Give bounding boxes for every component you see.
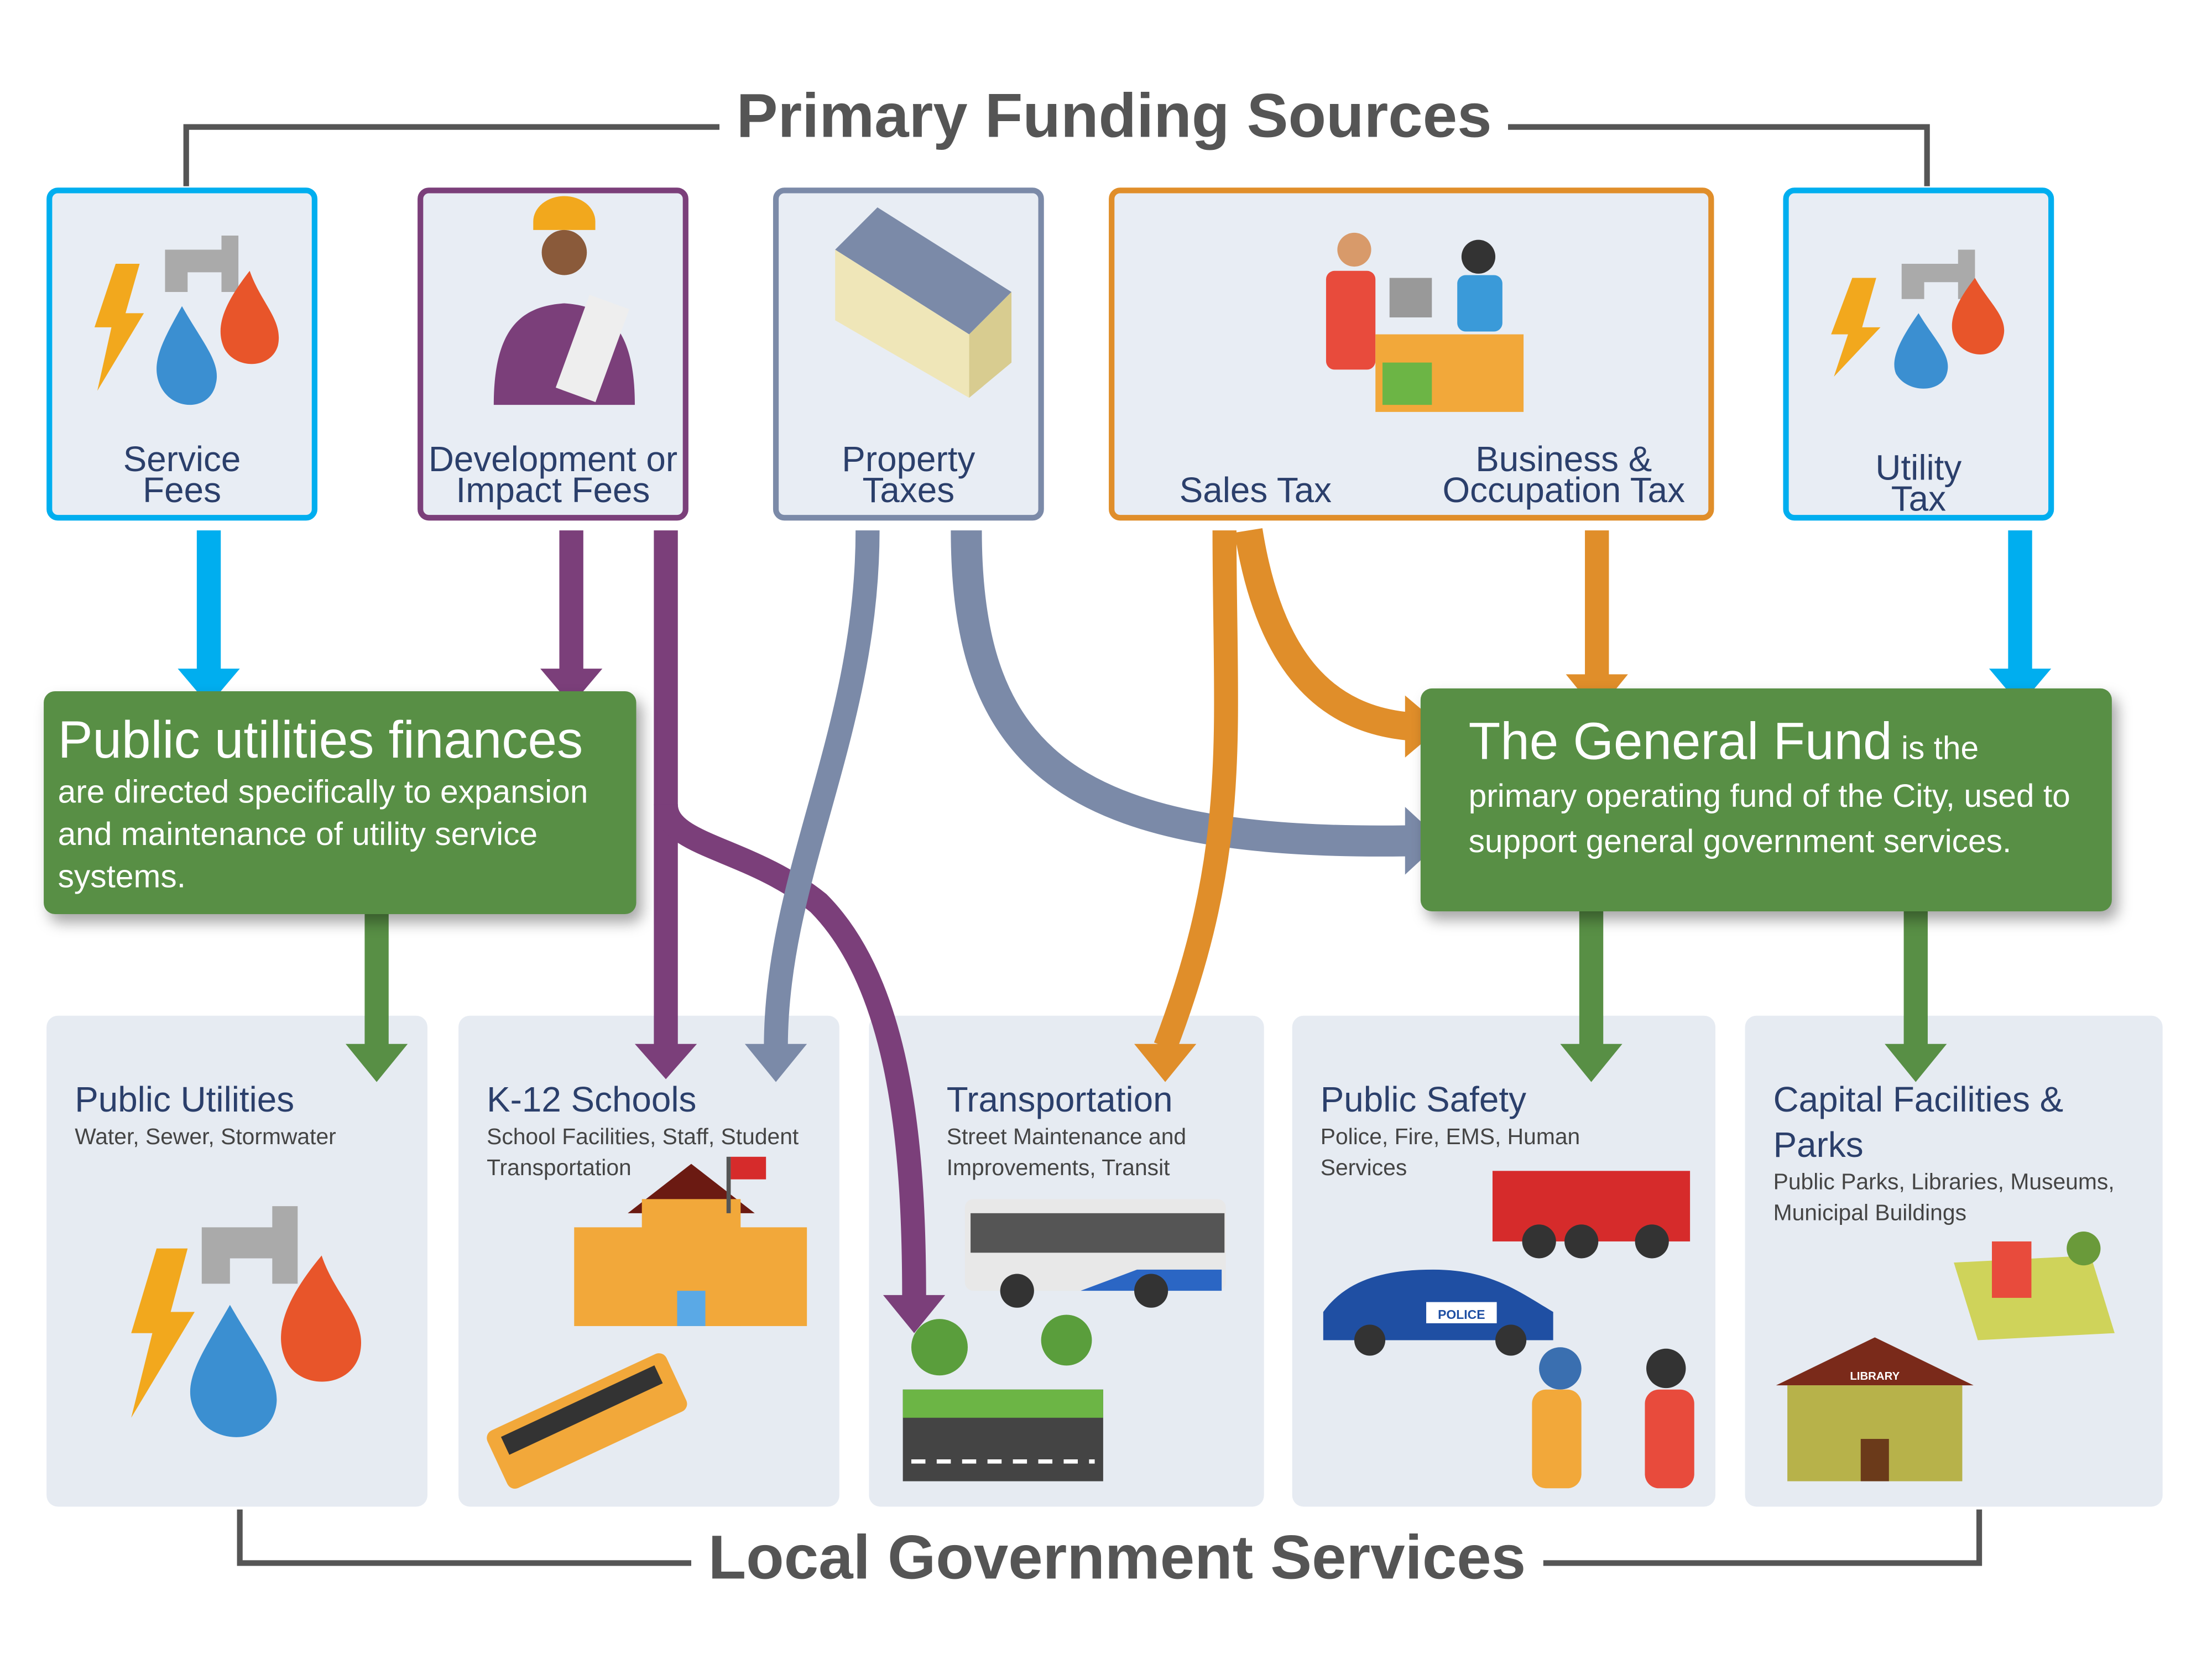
service-transportation: Transportation Street Maintenance and Im…: [869, 1015, 1264, 1507]
source-label: Service Fees: [123, 440, 241, 511]
police-label: POLICE: [1438, 1307, 1485, 1322]
police-car-icon: POLICE: [1323, 1269, 1553, 1356]
public-utilities-fund-heading: Public utilities finances: [58, 711, 583, 769]
service-public-utilities: Public Utilities Water, Sewer, Stormwate…: [46, 1015, 427, 1507]
service-k12-schools: K-12 Schools School Facilities, Staff, S…: [458, 1015, 839, 1507]
public-utilities-fund-box: Public utilities finances are directed s…: [44, 691, 637, 915]
source-utility-tax: Utility Tax: [1783, 187, 2054, 521]
transit-icon: [902, 1199, 1226, 1481]
source-development-fees: Development or Impact Fees: [418, 187, 688, 521]
library-icon: LIBRARY: [1776, 1337, 1974, 1481]
service-title: Capital Facilities & Parks: [1773, 1081, 2064, 1166]
general-fund-heading-suffix: is the: [1892, 729, 1979, 766]
top-title: Primary Funding Sources: [719, 81, 1509, 153]
service-desc: Public Parks, Libraries, Museums, Munici…: [1773, 1171, 2115, 1226]
service-desc: Water, Sewer, Stormwater: [75, 1125, 336, 1150]
safety-icon: POLICE: [1323, 1171, 1694, 1489]
general-fund-box: The General Fund is the primary operatin…: [1420, 688, 2112, 911]
utilities-icon: [94, 236, 279, 405]
school-icon: [487, 1156, 807, 1489]
building-icon: [835, 207, 1012, 398]
people-icon: [1532, 1347, 1694, 1489]
shop-icon: [1326, 232, 1524, 412]
general-fund-heading: The General Fund: [1468, 712, 1892, 770]
source-service-fees: Service Fees: [46, 187, 317, 521]
source-property-taxes: Property Taxes: [773, 187, 1044, 521]
service-desc: Police, Fire, EMS, Human Services: [1320, 1125, 1580, 1181]
source-label-sales: Sales Tax: [1179, 471, 1332, 511]
source-label: Property Taxes: [842, 440, 975, 511]
school-bus-icon: [487, 1353, 687, 1489]
developer-icon: [493, 196, 635, 405]
library-label: LIBRARY: [1850, 1370, 1900, 1383]
bottom-title: Local Government Services: [691, 1524, 1543, 1594]
utilities-icon: [1831, 249, 2005, 389]
facilities-icon: LIBRARY: [1776, 1232, 2115, 1481]
service-title: Transportation: [946, 1081, 1173, 1120]
source-label: Utility Tax: [1875, 448, 1962, 519]
general-fund-body: primary operating fund of the City, used…: [1468, 777, 2070, 859]
source-sales-business-tax: Sales Tax Business & Occupation Tax: [1109, 187, 1714, 521]
service-title: Public Safety: [1320, 1081, 1526, 1120]
fire-truck-icon: [1492, 1171, 1691, 1259]
park-icon: [1954, 1232, 2115, 1340]
utilities-icon: [131, 1206, 362, 1437]
service-desc: Street Maintenance and Improvements, Tra…: [946, 1125, 1187, 1181]
source-label-business: Business & Occupation Tax: [1442, 440, 1686, 511]
source-label: Development or Impact Fees: [428, 440, 678, 511]
service-title: Public Utilities: [75, 1081, 295, 1120]
service-public-safety: Public Safety Police, Fire, EMS, Human S…: [1292, 1015, 1716, 1507]
service-capital-facilities: Capital Facilities & Parks Public Parks,…: [1745, 1015, 2163, 1507]
public-utilities-fund-body: are directed specifically to expansion a…: [58, 773, 588, 895]
